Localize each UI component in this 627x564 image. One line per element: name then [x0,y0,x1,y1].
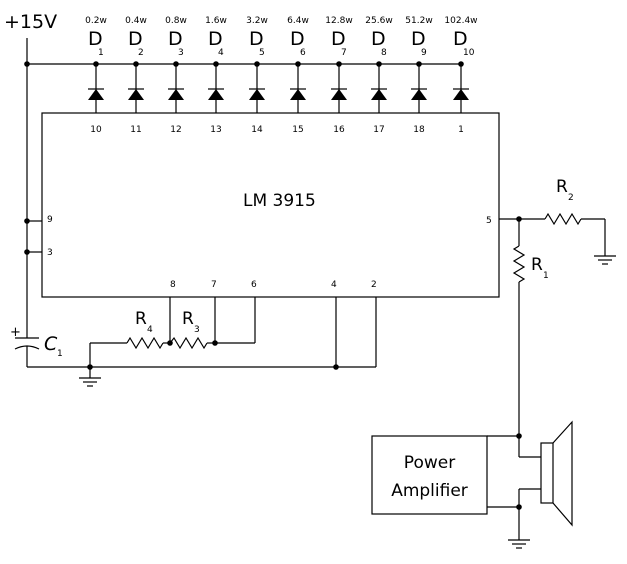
diode-4-letter: D [208,28,223,50]
diode-10-letter: D [453,28,468,50]
diode-5-pin-label: 14 [251,125,263,135]
diode-1-number: 1 [98,48,104,58]
chip-lm3915 [41,112,500,298]
diode-1-symbol [88,89,104,100]
diode-1-power-label: 0.2w [85,16,107,26]
r3-subscript: 3 [194,325,200,335]
diode-2-letter: D [128,28,143,50]
diode-5-letter: D [249,28,264,50]
ground-icon-bottom [79,367,101,387]
r1-subscript: 1 [543,271,549,281]
r4-label: R [135,309,147,329]
diode-10-pin-label: 1 [458,125,464,135]
pin-label-2: 2 [371,280,377,290]
resistor-r4 [126,336,164,350]
diode-3-symbol [168,89,184,100]
diode-4-symbol [208,89,224,100]
supply-label: +15V [4,11,57,33]
diode-5-number: 5 [259,48,265,58]
diode-6-symbol [290,89,306,100]
diode-8-power-label: 25.6w [365,16,392,26]
capacitor-c1 [14,337,40,367]
diode-8-pin-label: 17 [373,125,384,135]
diode-3-power-label: 0.8w [165,16,187,26]
resistor-r3 [169,336,208,350]
diode-8-letter: D [371,28,386,50]
diode-array: 0.2wD1100.4wD2110.8wD3121.6wD4133.2wD514… [85,16,477,135]
resistor-r2 [544,212,582,226]
diode-9-power-label: 51.2w [405,16,432,26]
power-amplifier-block [371,435,488,515]
diode-7-pin-label: 16 [333,125,345,135]
pin-label-8: 8 [170,280,176,290]
diode-9-symbol [411,89,427,100]
diode-2-symbol [128,89,144,100]
diode-2-number: 2 [138,48,144,58]
resistor-r1 [512,245,526,283]
pin-label-5: 5 [486,216,492,226]
chip-label: LM 3915 [243,191,316,211]
diode-10-number: 10 [463,48,475,58]
diode-9-number: 9 [421,48,427,58]
diode-3-number: 3 [178,48,184,58]
diode-3-letter: D [168,28,183,50]
c1-polarity: + [10,325,21,340]
pin-label-3: 3 [47,248,53,258]
diode-1-letter: D [88,28,103,50]
diode-2-power-label: 0.4w [125,16,147,26]
c1-subscript: 1 [57,349,63,359]
diode-4-power-label: 1.6w [205,16,227,26]
r2-label: R [556,177,568,197]
pin-label-6: 6 [251,280,257,290]
diode-3-pin-label: 12 [170,125,181,135]
r3-label: R [182,309,194,329]
diode-5-power-label: 3.2w [246,16,268,26]
diode-6-pin-label: 15 [292,125,303,135]
diode-7-number: 7 [341,48,347,58]
speaker-icon [540,420,573,527]
diode-7-power-label: 12.8w [325,16,352,26]
diode-5-symbol [249,89,265,100]
r4-subscript: 4 [147,325,153,335]
pin-label-4: 4 [331,280,337,290]
diode-9-pin-label: 18 [413,125,425,135]
amplifier-line2: Amplifier [391,481,468,501]
r1-label: R [531,255,543,275]
ground-icon-speaker [508,539,530,549]
diode-7-letter: D [331,28,346,50]
diode-6-power-label: 6.4w [287,16,309,26]
diode-10-symbol [453,89,469,100]
diode-8-symbol [371,89,387,100]
diode-10-power-label: 102.4w [444,16,477,26]
diode-4-pin-label: 13 [210,125,221,135]
diode-2-pin-label: 11 [130,125,141,135]
diode-1-pin-label: 10 [90,125,102,135]
r2-subscript: 2 [568,193,574,203]
amplifier-line1: Power [404,453,455,473]
diode-9-letter: D [411,28,426,50]
ground-icon-r2 [594,255,616,265]
pin-label-7: 7 [211,280,217,290]
diode-8-number: 8 [381,48,387,58]
diode-4-number: 4 [218,48,224,58]
diode-6-number: 6 [300,48,306,58]
diode-6-letter: D [290,28,305,50]
pin-label-9: 9 [47,215,53,225]
c1-label: C [44,333,58,355]
diode-7-symbol [331,89,347,100]
